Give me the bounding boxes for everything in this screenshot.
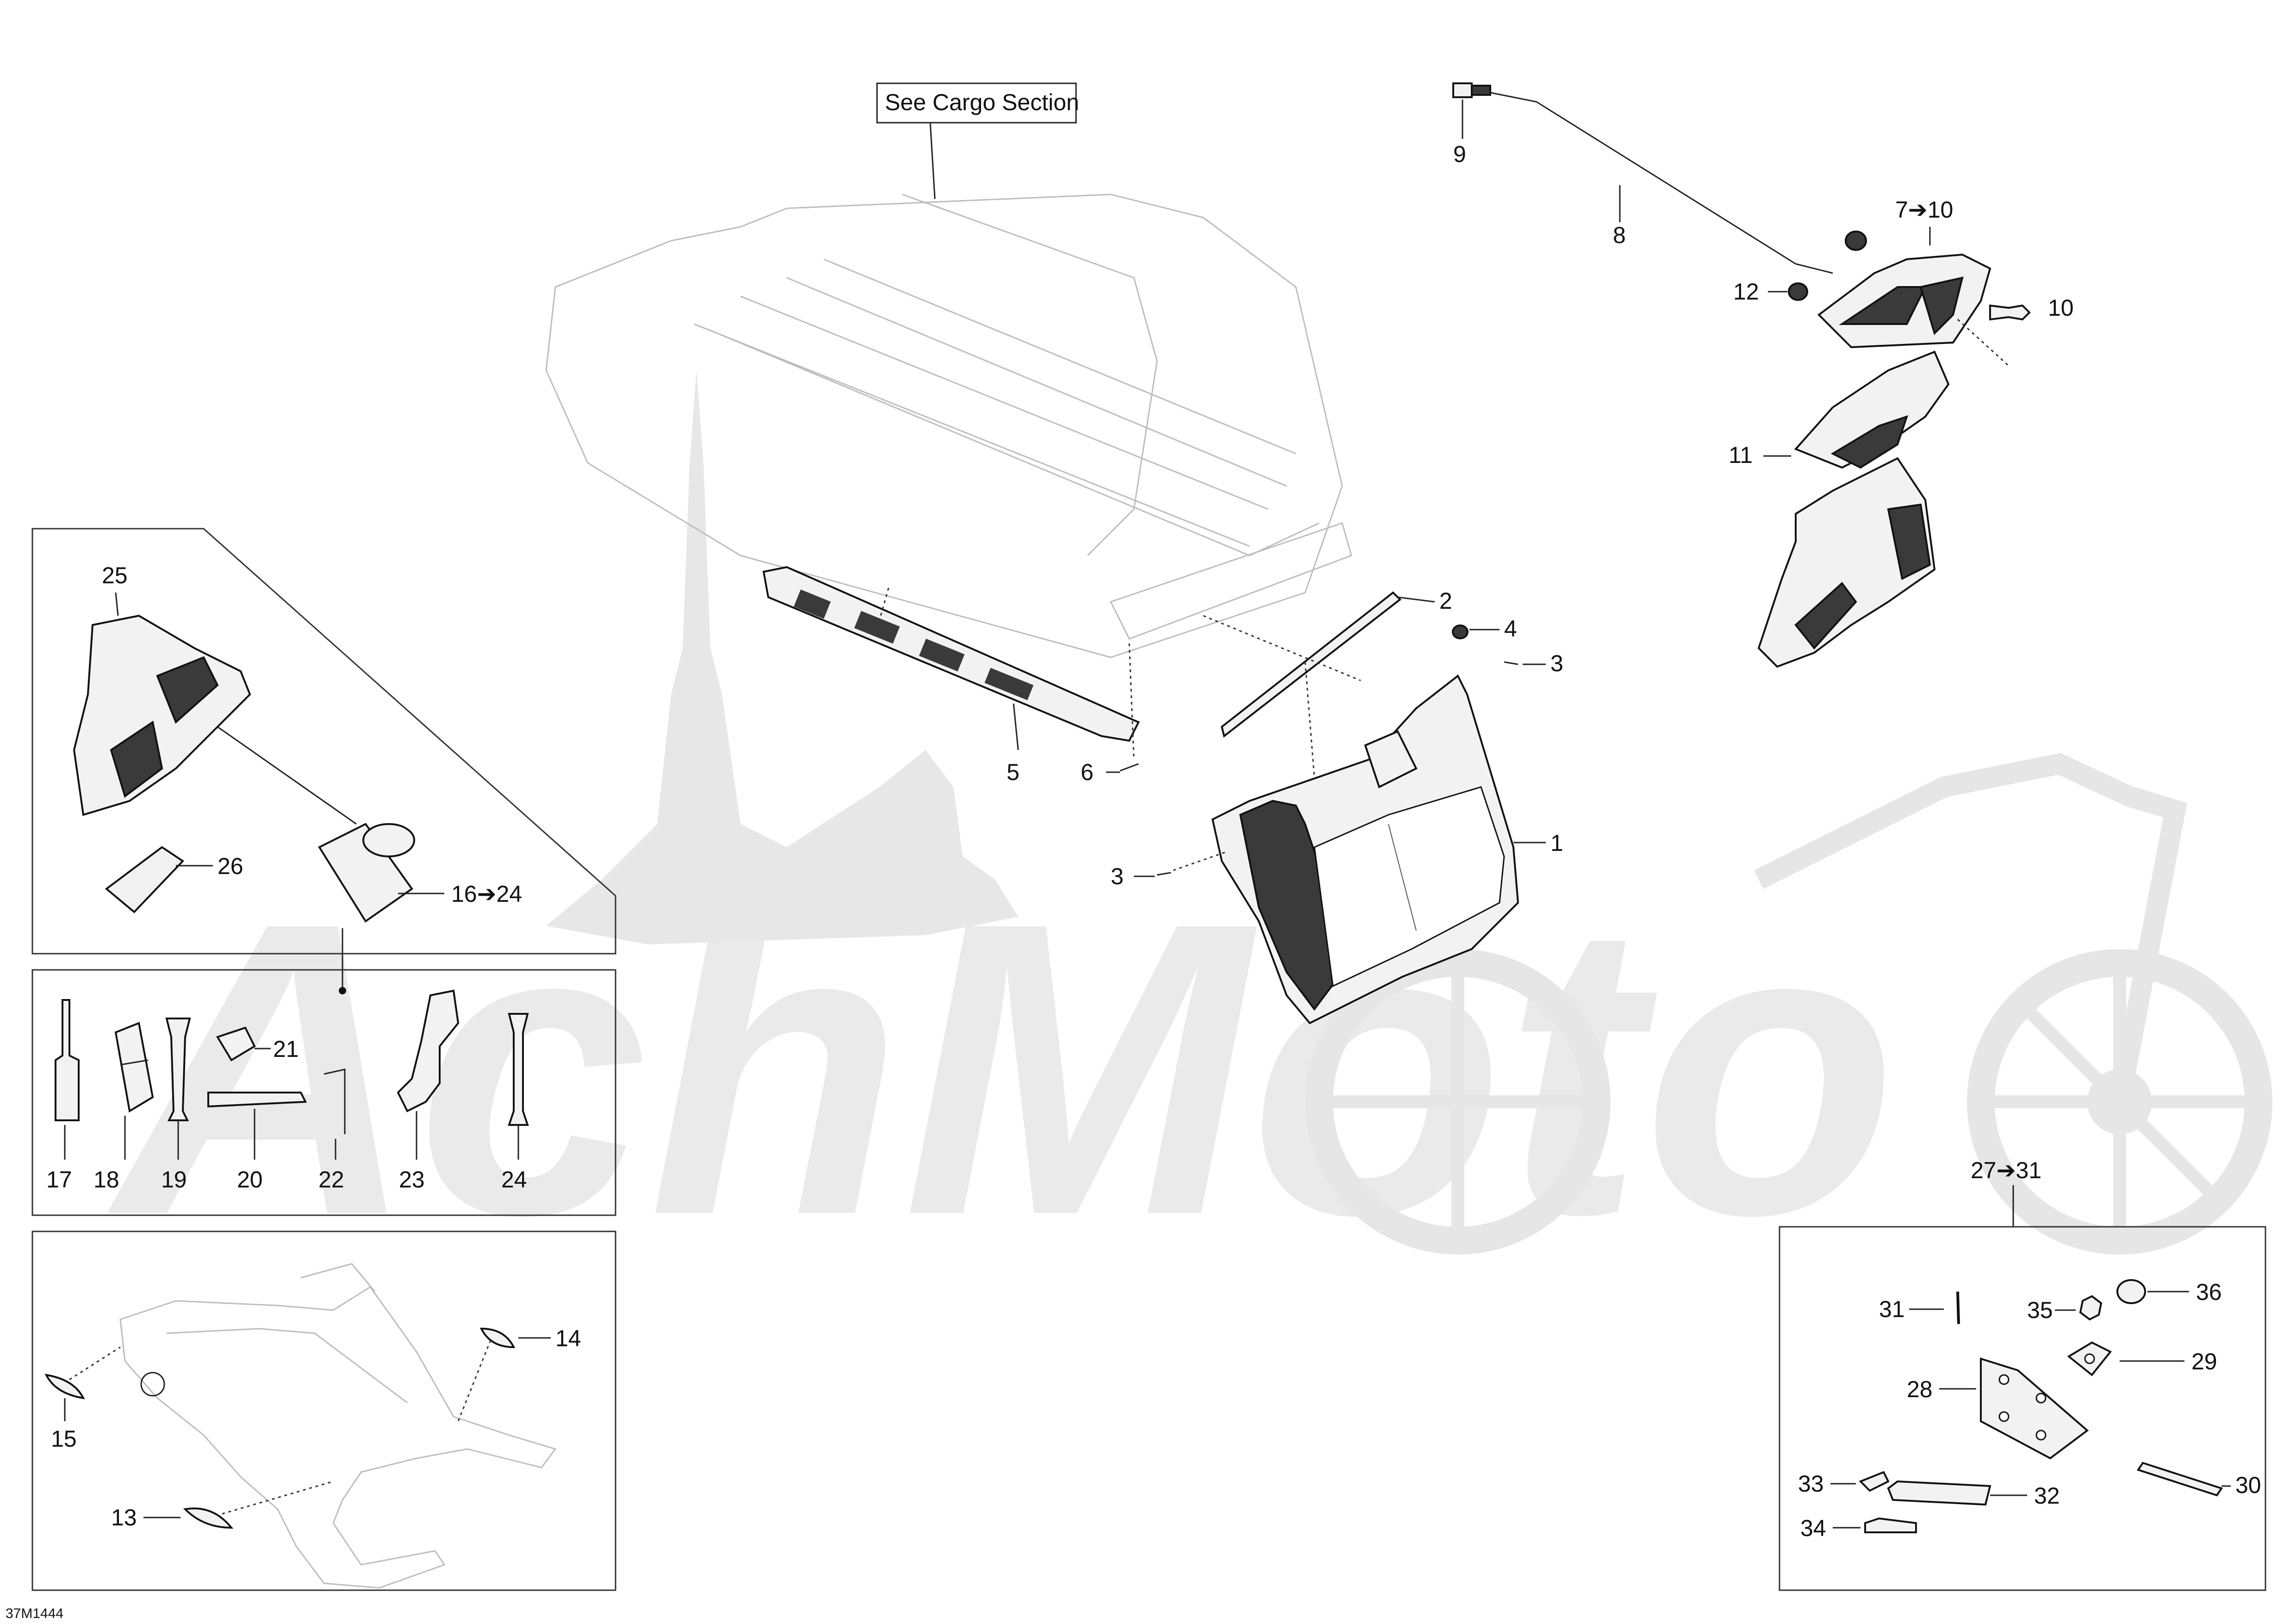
part-28-bracket[interactable]: 28 — [1907, 1357, 2089, 1460]
part-32-plate[interactable]: 32 — [1887, 1480, 2060, 1509]
callout-14: 14 — [555, 1325, 581, 1351]
callout-32: 32 — [2034, 1483, 2060, 1509]
callout-36: 36 — [2196, 1279, 2222, 1305]
part-13-decal[interactable]: 13 — [111, 1480, 334, 1530]
part-26-strap[interactable]: 26 — [105, 846, 243, 913]
part-33-bolt[interactable]: 33 — [1798, 1471, 1890, 1497]
part-22-hex-key[interactable]: 22 — [318, 1068, 346, 1193]
part-4-washer[interactable]: 4 — [1452, 616, 1517, 642]
callout-34: 34 — [1800, 1515, 1826, 1541]
part-9-connector[interactable]: 9 — [1452, 82, 1491, 167]
callout-7-10: 7➔10 — [1895, 197, 1953, 223]
part-30-rod[interactable]: 30 — [2136, 1462, 2261, 1498]
part-29-hinge[interactable]: 29 — [2067, 1341, 2217, 1376]
part-24-wrench[interactable]: 24 — [501, 1013, 529, 1193]
part-25-bag[interactable]: 25 — [73, 562, 251, 816]
callout-6: 6 — [1081, 759, 1094, 785]
callout-27-31: 27➔31 — [1971, 1157, 2041, 1183]
part-16-24-tool-pouch[interactable]: 16➔24 — [318, 823, 522, 994]
callout-33: 33 — [1798, 1471, 1824, 1497]
part-36-cap[interactable]: 36 — [2116, 1279, 2222, 1305]
callout-26: 26 — [218, 853, 243, 879]
callout-2: 2 — [1439, 588, 1452, 614]
callout-12: 12 — [1733, 279, 1759, 305]
part-2-strip[interactable]: 2 — [1203, 588, 1452, 778]
part-35-nut[interactable]: 35 — [2027, 1295, 2103, 1323]
callout-23: 23 — [399, 1167, 425, 1193]
part-31-pin[interactable]: 31 — [1879, 1291, 1960, 1324]
drawing-code: 37M1444 — [6, 1606, 63, 1621]
callout-3b: 3 — [1111, 863, 1124, 889]
callout-10: 10 — [2048, 295, 2074, 321]
callout-3a: 3 — [1550, 650, 1563, 676]
callout-20: 20 — [237, 1167, 263, 1193]
part-12-grommet[interactable]: 12 — [1733, 231, 1867, 305]
part-10-bulb[interactable]: 10 — [1989, 295, 2074, 321]
callout-28: 28 — [1907, 1376, 1933, 1402]
callout-21: 21 — [273, 1036, 299, 1062]
callout-29: 29 — [2191, 1349, 2217, 1374]
callout-19: 19 — [161, 1167, 187, 1193]
cargo-rack-reference: See Cargo Section — [545, 82, 1352, 658]
panel-tool-kit: 17 18 19 21 20 22 — [31, 969, 616, 1216]
panel-storage-bag: 25 26 16➔24 — [31, 528, 616, 994]
part-8-harness[interactable]: 8 — [1490, 92, 1833, 274]
part-17-screwdriver[interactable]: 17 — [46, 999, 80, 1193]
arrow-bag — [217, 726, 357, 825]
part-20-clip-spring[interactable]: 20 — [207, 1092, 307, 1193]
callout-30: 30 — [2235, 1472, 2261, 1498]
callout-18: 18 — [93, 1167, 119, 1193]
callout-16-24: 16➔24 — [451, 881, 522, 907]
callout-5: 5 — [1007, 759, 1020, 785]
part-34-bolt[interactable]: 34 — [1800, 1515, 1917, 1541]
part-18-spark-socket[interactable]: 18 — [93, 1022, 154, 1193]
callout-9: 9 — [1453, 141, 1466, 167]
callout-24: 24 — [501, 1167, 527, 1193]
callout-11: 11 — [1729, 442, 1753, 468]
part-23-spanner[interactable]: 23 — [397, 989, 460, 1193]
part-7-taillight-lens[interactable]: 7➔10 — [1817, 197, 1991, 349]
see-cargo-label: See Cargo Section — [885, 89, 1079, 115]
callout-35: 35 — [2027, 1297, 2053, 1323]
callout-8: 8 — [1613, 222, 1626, 248]
part-3-screw-lower[interactable]: 3 — [1111, 851, 1227, 889]
part-19-wrench[interactable]: 19 — [161, 1018, 191, 1193]
watermark-logo: AchMoto — [103, 370, 2272, 1301]
see-cargo-banner — [876, 82, 1077, 124]
part-3-screw-upper[interactable]: 3 — [1504, 650, 1563, 676]
part-14-decal[interactable]: 14 — [457, 1325, 581, 1422]
callout-25: 25 — [102, 562, 128, 588]
callout-17: 17 — [46, 1167, 72, 1193]
callout-4: 4 — [1504, 616, 1517, 642]
part-15-decal[interactable]: 15 — [44, 1346, 121, 1452]
callout-1: 1 — [1550, 830, 1563, 856]
callout-22: 22 — [318, 1167, 344, 1193]
part-11-taillight-housing[interactable]: 11 — [1729, 319, 2010, 668]
panel-decals: 14 15 13 — [31, 1230, 616, 1591]
callout-13: 13 — [111, 1505, 137, 1530]
callout-31: 31 — [1879, 1296, 1905, 1322]
part-5-side-guard[interactable]: 5 — [762, 566, 1140, 785]
part-21-clip[interactable]: 21 — [216, 1026, 299, 1062]
part-1-snowflap[interactable]: 1 — [1211, 674, 1563, 1024]
part-6-screw[interactable]: 6 — [1081, 643, 1139, 785]
panel-license-plate-kit: 27➔31 31 35 36 29 2 — [1779, 1157, 2266, 1591]
snowmobile-outline — [119, 1263, 557, 1589]
callout-15: 15 — [51, 1426, 77, 1452]
